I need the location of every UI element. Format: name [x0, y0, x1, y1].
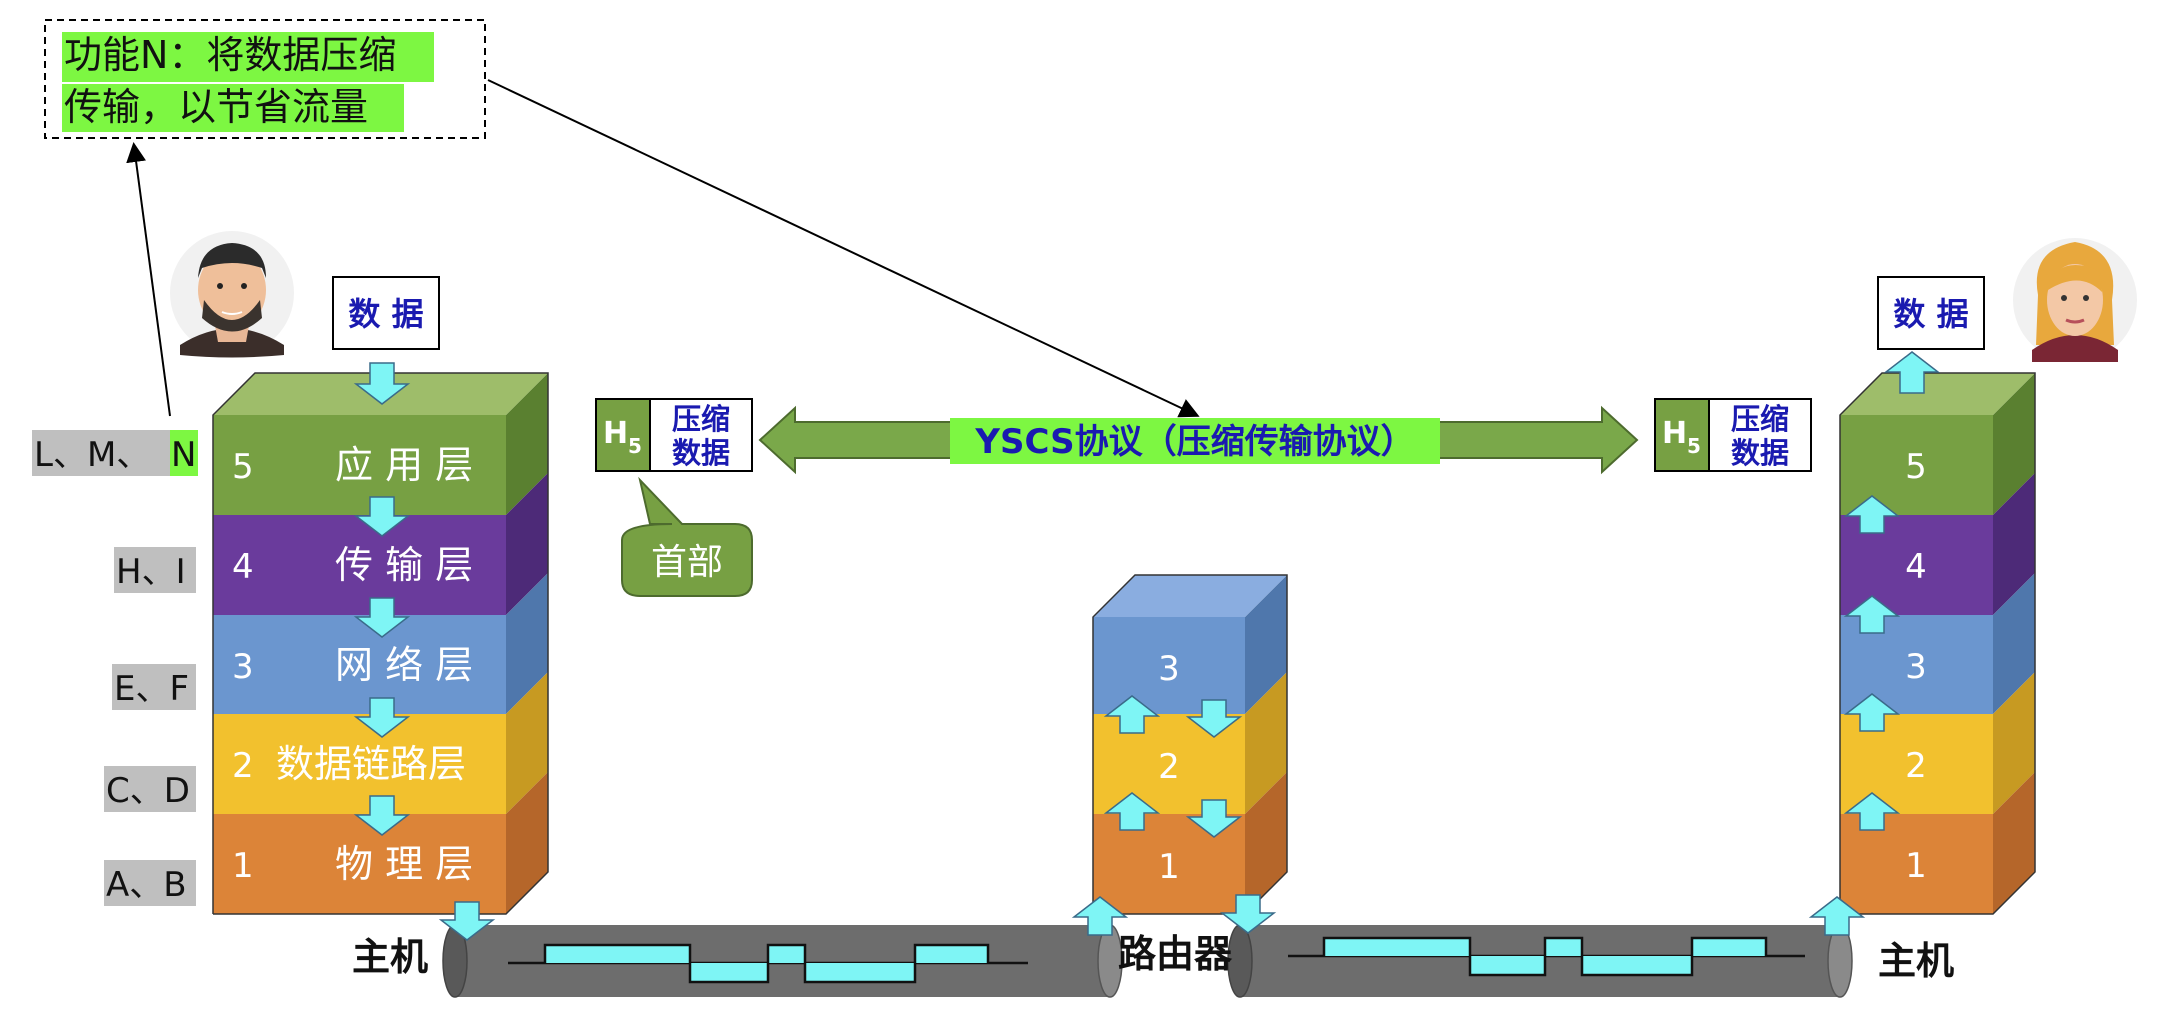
protocol-label-bg	[950, 418, 1440, 464]
right-media-pipe	[1227, 924, 1853, 998]
host-left-label: 主机	[352, 935, 428, 979]
label-lmn: L、M、	[34, 435, 150, 475]
data-box-left-text: 数 据	[348, 295, 423, 333]
packet-right-header-sub: 5	[1687, 434, 1701, 458]
right-host-stack	[1839, 372, 2036, 915]
left-layer-2-num: 2	[232, 746, 254, 786]
data-box-right-text: 数 据	[1893, 295, 1968, 333]
woman-avatar-icon	[2013, 238, 2137, 362]
packet-left-payload-1: 压缩	[672, 402, 730, 436]
router-stack	[1092, 574, 1288, 915]
label-ef: E、F	[114, 669, 189, 709]
packet-left-header: H	[603, 416, 628, 451]
packet-left-header-sub: 5	[628, 434, 642, 458]
man-avatar-icon	[170, 231, 294, 358]
left-layer-3-num: 3	[232, 647, 254, 687]
router-layer-3: 3	[1158, 649, 1180, 689]
host-right-label: 主机	[1878, 939, 1954, 983]
right-layer-1: 1	[1905, 846, 1927, 886]
callout-line1: 功能N：将数据压缩	[64, 33, 396, 77]
right-layer-2: 2	[1905, 746, 1927, 786]
packet-right-payload-2: 数据	[1731, 436, 1789, 470]
callout-connector-right	[487, 79, 1200, 418]
left-layer-4-name: 传 输 层	[335, 543, 473, 587]
callout-connector-left	[126, 142, 171, 417]
router-label: 路由器	[1118, 932, 1233, 976]
packet-left-payload-2: 数据	[672, 436, 730, 470]
layer-mapping-labels: L、M、 N H、I E、F C、D A、B	[32, 430, 198, 906]
left-layer-5-num: 5	[232, 447, 254, 487]
packet-right-header: H	[1662, 416, 1687, 451]
header-bubble-text: 首部	[651, 542, 723, 583]
callout-highlight-1	[62, 32, 434, 82]
right-layer-3: 3	[1905, 647, 1927, 687]
label-hi: H、I	[116, 552, 186, 592]
packet-left	[595, 398, 753, 472]
protocol-label: YSCS协议（压缩传输协议）	[974, 422, 1414, 462]
left-layer-1-name: 物 理 层	[335, 842, 473, 886]
callout-highlight-2	[62, 84, 404, 132]
packet-right-payload-1: 压缩	[1731, 402, 1789, 436]
label-cd: C、D	[106, 771, 190, 811]
left-layer-2-name: 数据链路层	[276, 742, 466, 786]
left-layer-3-name: 网 络 层	[335, 643, 473, 687]
data-box-right	[1877, 276, 1985, 350]
header-bubble	[621, 476, 753, 597]
label-n: N	[171, 435, 196, 475]
callout-line2: 传输，以节省流量	[64, 85, 368, 129]
left-layer-4-num: 4	[232, 547, 254, 587]
packet-right	[1654, 398, 1812, 472]
router-layer-1: 1	[1158, 847, 1180, 887]
router-layer-2: 2	[1158, 747, 1180, 787]
right-layer-5: 5	[1905, 447, 1927, 487]
left-media-pipe	[442, 924, 1123, 998]
right-layer-4: 4	[1905, 547, 1927, 587]
data-box-left	[332, 276, 440, 350]
left-layer-1-num: 1	[232, 846, 254, 886]
left-host-stack	[212, 372, 549, 915]
flow-arrows	[353, 351, 1941, 941]
left-layer-5-name: 应 用 层	[335, 443, 473, 487]
label-ab: A、B	[106, 865, 187, 905]
